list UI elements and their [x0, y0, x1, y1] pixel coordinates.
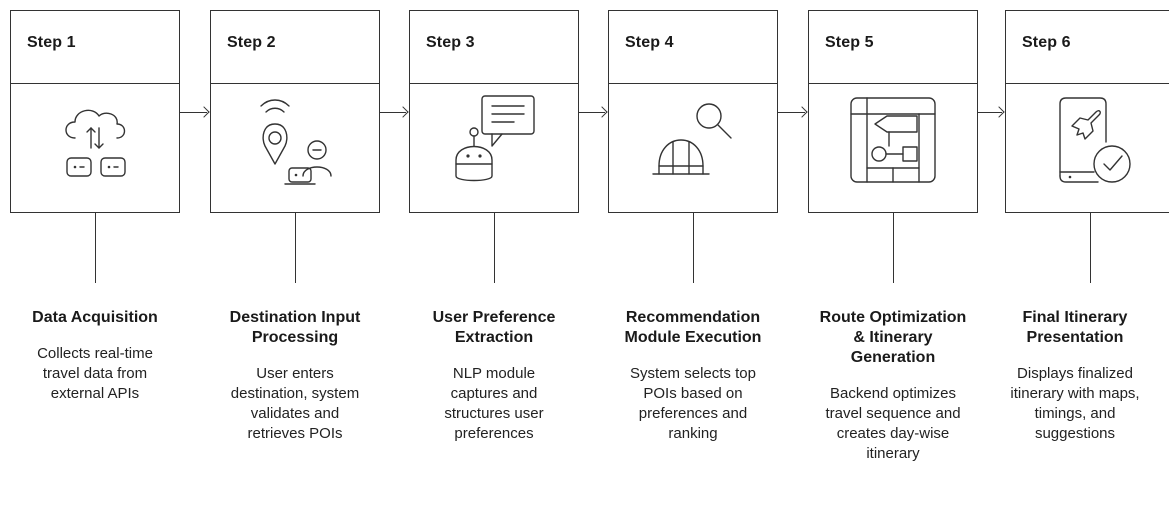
step-header	[211, 11, 379, 84]
step-label: Step 4	[625, 34, 674, 51]
step-caption-5: Route Optimization & Itinerary Generatio…	[801, 308, 985, 464]
step-box	[409, 10, 579, 213]
step-description: NLP module captures and structures user …	[444, 365, 544, 442]
step-card-2: Step 2	[210, 10, 380, 213]
stem-line-1	[95, 213, 96, 283]
step-card-1: Step 1	[10, 10, 180, 213]
step-label: Step 2	[227, 34, 276, 51]
stem-line-3	[494, 213, 495, 283]
cloud-sync-icon	[65, 109, 126, 177]
step-description: User enters destination, system validate…	[230, 365, 360, 442]
connector-arrow-1-2	[180, 112, 207, 113]
itinerary-confirm-icon	[1059, 97, 1131, 183]
step-title: Data Acquisition	[32, 309, 158, 326]
connector-arrow-2-3	[380, 112, 406, 113]
step-caption-2: Destination Input Processing User enters…	[203, 308, 387, 444]
step-header	[809, 11, 977, 84]
step-description: Displays finalized itinerary with maps, …	[1010, 365, 1140, 442]
step-title: Route Optimization & Itinerary Generatio…	[819, 309, 967, 366]
step-description: System selects top POIs based on prefere…	[630, 365, 756, 442]
step-title: Final Itinerary Presentation	[1022, 309, 1128, 346]
route-flowchart-icon	[850, 97, 936, 183]
step-label: Step 6	[1022, 34, 1071, 51]
step-header	[1006, 11, 1169, 84]
connector-arrow-4-5	[778, 112, 805, 113]
stem-line-4	[693, 213, 694, 283]
step-label: Step 3	[426, 34, 475, 51]
connector-arrow-5-6	[978, 112, 1002, 113]
step-label: Step 5	[825, 34, 874, 51]
step-header	[11, 11, 179, 84]
step-card-4: Step 4	[608, 10, 778, 213]
step-caption-6: Final Itinerary Presentation Displays fi…	[983, 308, 1167, 444]
step-caption-4: Recommendation Module Execution System s…	[601, 308, 785, 444]
step-card-5: Step 5	[808, 10, 978, 213]
step-caption-3: User Preference Extraction NLP module ca…	[402, 308, 586, 444]
step-title: Recommendation Module Execution	[624, 309, 762, 346]
step-title: Destination Input Processing	[229, 309, 361, 346]
robot-chat-icon	[455, 95, 535, 182]
step-label: Step 1	[27, 34, 76, 51]
stem-line-6	[1090, 213, 1091, 283]
stem-line-2	[295, 213, 296, 283]
step-caption-1: Data Acquisition Collects real-time trav…	[3, 308, 187, 404]
connector-arrow-3-4	[579, 112, 605, 113]
step-header	[609, 11, 777, 84]
step-card-6: Step 6	[1005, 10, 1169, 213]
step-description: Collects real-time travel data from exte…	[37, 345, 153, 402]
step-box	[608, 10, 778, 213]
step-description: Backend optimizes travel sequence and cr…	[825, 385, 961, 462]
step-card-3: Step 3	[409, 10, 579, 213]
step-header	[410, 11, 578, 84]
step-title: User Preference Extraction	[432, 309, 556, 346]
stem-line-5	[893, 213, 894, 283]
location-input-icon	[260, 99, 332, 185]
step-box	[210, 10, 380, 213]
step-box	[1005, 10, 1169, 213]
search-module-icon	[652, 103, 732, 175]
